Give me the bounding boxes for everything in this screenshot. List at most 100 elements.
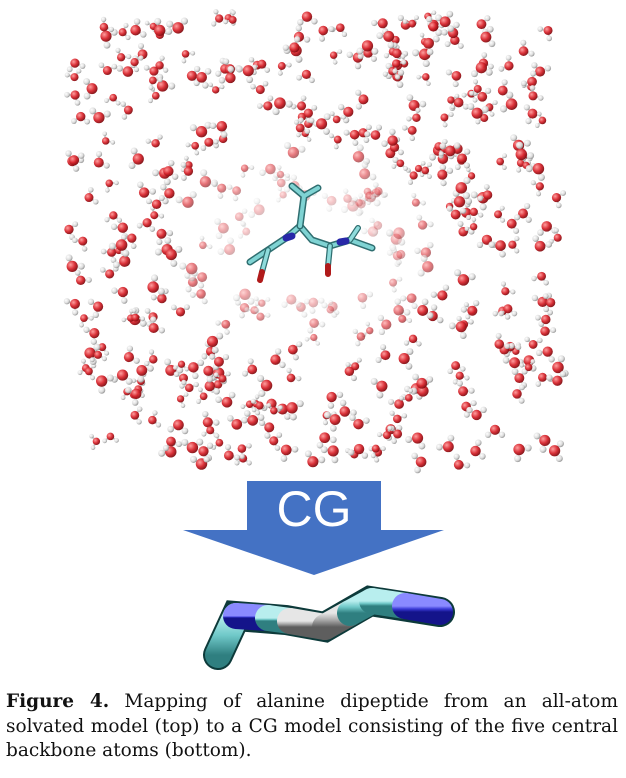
water-molecule (496, 153, 507, 170)
oxygen-atom (119, 255, 131, 267)
hydrogen-atom (548, 356, 555, 363)
hydrogen-atom (432, 35, 440, 43)
hydrogen-atom (406, 348, 414, 356)
hydrogen-atom (81, 246, 88, 252)
hydrogen-atom (460, 207, 467, 214)
hydrogen-atom (473, 299, 480, 307)
hydrogen-atom (462, 103, 469, 110)
hydrogen-atom (136, 222, 143, 229)
oxygen-atom (228, 16, 237, 24)
water-molecule (326, 391, 344, 409)
hydrogen-atom (100, 248, 107, 255)
hydrogen-atom (248, 56, 255, 63)
hydrogen-atom (337, 49, 343, 54)
hydrogen-atom (240, 404, 246, 409)
hydrogen-atom (315, 341, 321, 346)
water-molecule (304, 333, 321, 346)
hydrogen-atom (324, 411, 331, 419)
water-molecule (295, 117, 311, 135)
oxygen-atom (175, 307, 186, 317)
water-molecule (198, 442, 214, 463)
water-molecule (186, 65, 201, 87)
hydrogen-atom (454, 269, 462, 277)
hydrogen-atom (480, 406, 487, 414)
water-molecule (173, 360, 190, 372)
oxygen-atom (195, 126, 208, 138)
water-molecule (165, 245, 183, 267)
oxygen-atom (70, 58, 80, 68)
oxygen-atom (216, 120, 228, 132)
water-molecule (498, 54, 514, 72)
water-molecule (535, 309, 553, 325)
hydrogen-atom (99, 267, 106, 273)
oxygen-atom (247, 415, 259, 426)
oxygen-atom (551, 193, 562, 203)
oxygen-atom (206, 426, 215, 435)
oxygen-atom (412, 113, 421, 122)
hydrogen-atom (296, 74, 302, 81)
water-molecule (328, 133, 342, 150)
water-molecule (257, 374, 273, 397)
oxygen-atom (495, 240, 506, 251)
hydrogen-atom (98, 62, 105, 68)
water-molecule (72, 236, 88, 252)
hydrogen-atom (202, 82, 209, 89)
hydrogen-atom (536, 111, 542, 117)
hydrogen-atom (537, 26, 543, 32)
oxygen-atom (116, 369, 129, 381)
hydrogen-atom (152, 410, 158, 416)
oxygen-atom (480, 114, 489, 123)
oxygen-atom (353, 418, 364, 430)
figure-caption: Figure 4. Mapping of alanine dipeptide f… (6, 690, 618, 764)
hydrogen-atom (297, 19, 304, 26)
oxygen-atom (206, 335, 219, 348)
hydrogen-atom (251, 407, 257, 413)
oxygen-atom (123, 352, 135, 363)
hydrogen-atom (243, 410, 251, 417)
oxygen-atom (68, 155, 80, 166)
water-molecule (528, 85, 544, 101)
water-molecule (456, 380, 475, 397)
hydrogen-atom (311, 18, 318, 25)
hydrogen-atom (104, 350, 110, 356)
hydrogen-atom (158, 327, 165, 334)
oxygen-atom (548, 445, 561, 457)
water-molecule (120, 101, 133, 120)
oxygen-atom (538, 116, 547, 125)
oxygen-atom (117, 222, 128, 233)
hydrogen-atom (206, 442, 214, 449)
water-molecule (164, 358, 184, 376)
oxygen-atom (383, 30, 395, 42)
water-molecule (162, 436, 182, 452)
hydrogen-atom (484, 431, 492, 438)
water-molecule (250, 80, 269, 95)
hydrogen-atom (145, 138, 151, 144)
oxygen-atom (518, 46, 529, 56)
hydrogen-atom (163, 67, 169, 73)
hydrogen-atom (223, 19, 228, 25)
hydrogen-atom (147, 364, 154, 372)
water-molecule (215, 391, 236, 408)
oxygen-atom (130, 388, 142, 400)
water-molecule (531, 271, 549, 286)
hydrogen-atom (197, 359, 205, 367)
water-molecule (202, 410, 220, 428)
hydrogen-atom (504, 314, 511, 320)
oxygen-atom (286, 402, 298, 414)
hydrogen-atom (276, 432, 283, 438)
water-molecule (440, 112, 454, 128)
oxygen-atom (527, 108, 538, 119)
hydrogen-atom (343, 129, 350, 136)
hydrogen-atom (254, 394, 260, 399)
hydrogen-atom (279, 361, 286, 369)
hydrogen-atom (453, 142, 461, 149)
hydrogen-atom (72, 221, 79, 228)
hydrogen-atom (203, 456, 210, 463)
water-molecule (203, 363, 220, 383)
hydrogen-atom (126, 345, 134, 352)
hydrogen-atom (255, 410, 261, 416)
oxygen-atom (508, 240, 517, 249)
hydrogen-atom (499, 105, 508, 113)
hydrogen-atom (537, 337, 543, 344)
hydrogen-atom (83, 326, 90, 333)
